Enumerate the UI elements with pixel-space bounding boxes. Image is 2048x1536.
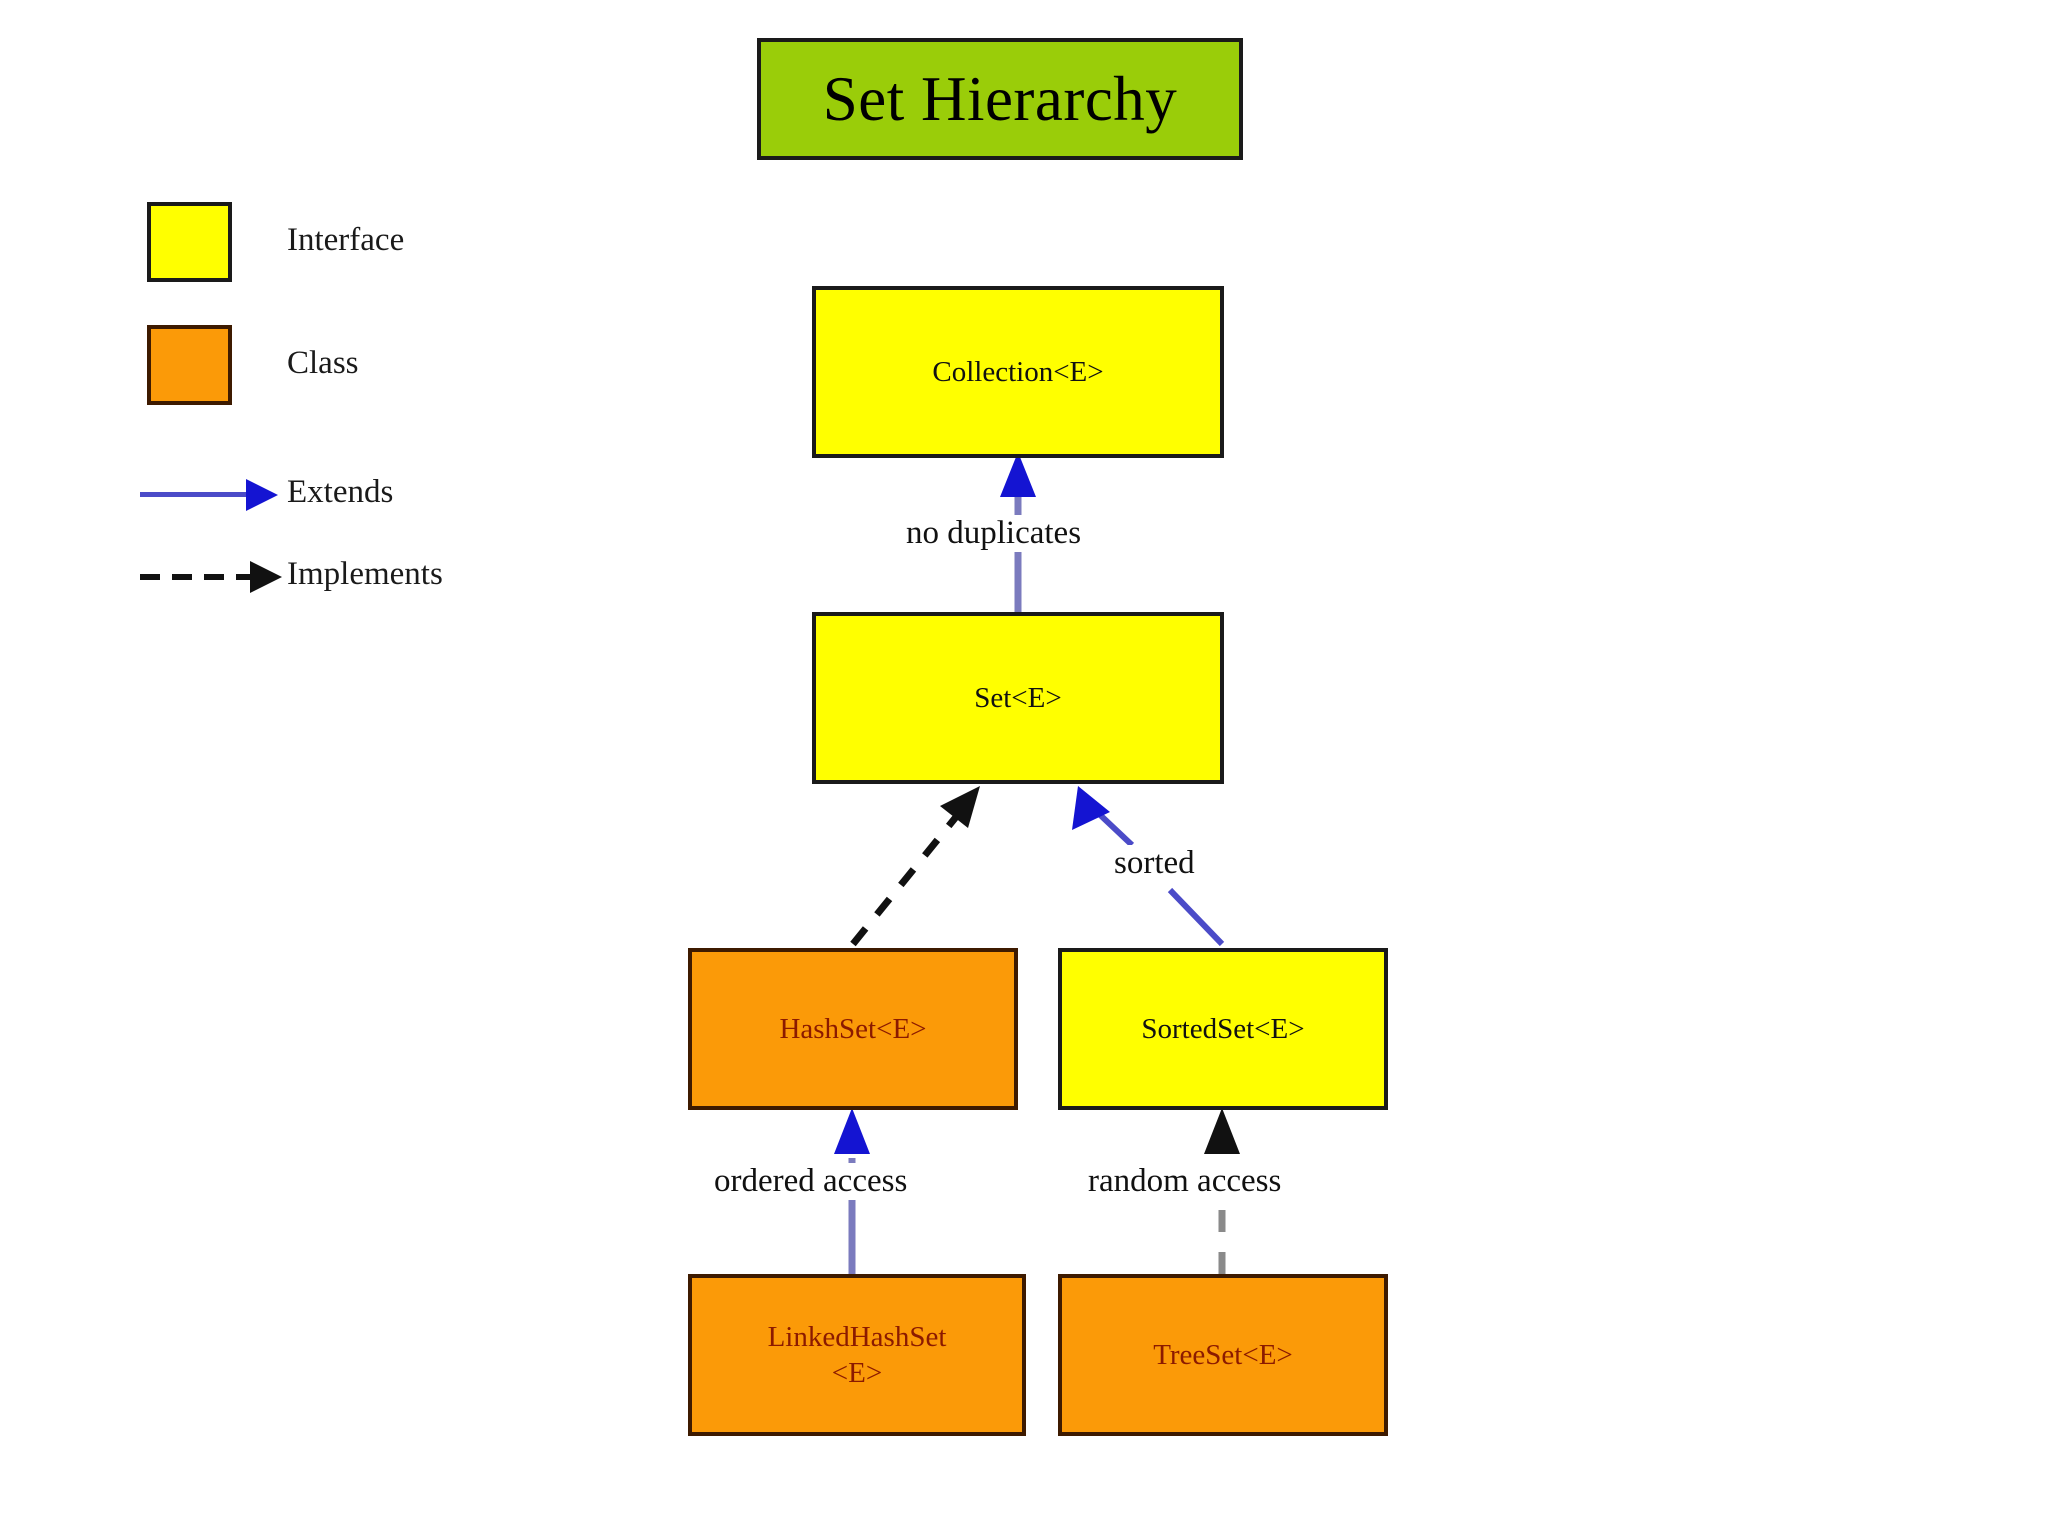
arrowhead-treeset-to-sortedset-icon: [1204, 1108, 1240, 1154]
legend-arrowhead-implements-icon: [250, 561, 282, 593]
edge-label-random-access: random access: [1082, 1163, 1288, 1200]
legend-arrowhead-extends-icon: [246, 479, 278, 511]
node-set[interactable]: Set<E>: [812, 612, 1224, 784]
node-set-label: Set<E>: [974, 681, 1062, 714]
legend-label-interface: Interface: [287, 222, 405, 258]
node-linkedhashset-label: LinkedHashSet <E>: [767, 1320, 947, 1389]
arrowhead-set-to-collection-icon: [1000, 452, 1036, 497]
arrowhead-sortedset-to-set-icon: [1072, 786, 1110, 830]
node-sortedset-label: SortedSet<E>: [1141, 1012, 1305, 1045]
edge-hashset-to-set: [850, 809, 963, 947]
legend-label-implements: Implements: [287, 556, 443, 592]
legend-label-extends: Extends: [287, 474, 394, 510]
legend-label-class: Class: [287, 345, 359, 381]
edge-sortedset-to-set-lower: [1167, 887, 1225, 947]
legend-swatch-interface: [147, 202, 232, 282]
legend-line-extends: [140, 492, 250, 497]
node-treeset[interactable]: TreeSet<E>: [1058, 1274, 1388, 1436]
node-treeset-label: TreeSet<E>: [1153, 1338, 1293, 1371]
diagram-title-box: Set Hierarchy: [757, 38, 1243, 160]
edge-sortedset-to-set-upper: [1094, 809, 1135, 848]
node-hashset-label: HashSet<E>: [779, 1012, 927, 1045]
node-linkedhashset[interactable]: LinkedHashSet <E>: [688, 1274, 1026, 1436]
edge-label-no-duplicates: no duplicates: [900, 515, 1088, 552]
node-hashset[interactable]: HashSet<E>: [688, 948, 1018, 1110]
node-sortedset[interactable]: SortedSet<E>: [1058, 948, 1388, 1110]
edge-label-ordered-access: ordered access: [708, 1163, 914, 1200]
node-collection-label: Collection<E>: [932, 355, 1104, 388]
node-collection[interactable]: Collection<E>: [812, 286, 1224, 458]
legend-swatch-class: [147, 325, 232, 405]
arrowhead-hashset-to-set-icon: [940, 786, 980, 828]
edge-label-sorted: sorted: [1108, 845, 1201, 882]
arrowhead-linkedhashset-to-hashset-icon: [834, 1108, 870, 1154]
diagram-title: Set Hierarchy: [822, 63, 1178, 134]
legend-line-implements: [140, 574, 252, 580]
